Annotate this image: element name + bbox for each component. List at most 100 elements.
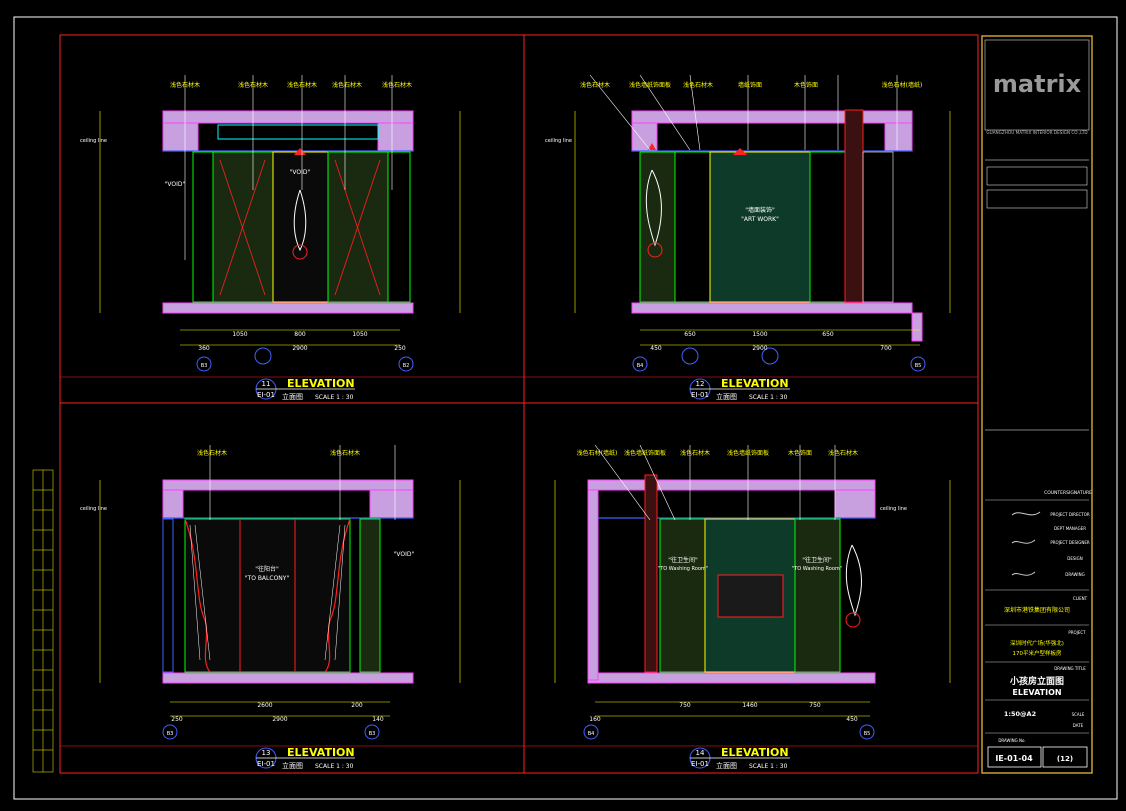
elevation-14 [554,444,951,769]
drawing-no-box [987,746,1042,768]
view-14-callout-1: 浅色石材(墙纸) [577,449,618,457]
company-logo: matrix [993,70,1082,98]
view-11-note-1: "VOID" [165,181,186,188]
view-13-title: ELEVATION [287,746,355,759]
ceiling-slab [587,479,876,491]
view-11-number: 11 [262,380,271,388]
view-11-callout-2: 浅色石材木 [238,81,268,89]
view-12-note-2: "ART WORK" [741,216,779,223]
view-11-dim-3: 1050 [352,331,367,338]
vase-plant [293,189,307,252]
column-right [834,489,876,519]
title-block-frame [981,35,1093,774]
grid-marker-right [859,724,875,740]
section-marker [681,347,699,365]
client-name: 深圳市港铁集团有限公司 [1004,606,1070,614]
view-13-dim-1: 2600 [257,702,272,709]
drawing-no-label: DRAWING No. [998,738,1025,743]
signature-2 [1011,539,1036,544]
view-13-marker-r: B3 [369,731,376,737]
date-label: DATE [1073,723,1084,728]
ceiling-slab [162,110,414,124]
drawing-title-en: ELEVATION [1012,688,1061,697]
view-13-total: 2900 [272,716,287,723]
view-12-total: 2900 [752,345,767,352]
view-12-cn: 立面图 [716,392,737,401]
side-panel [359,518,381,673]
level-label-11: ceiling line [80,138,107,144]
wall-edge [162,518,174,673]
view-11-cn: 立面图 [282,392,303,401]
section-marker [254,347,272,365]
elevation-13 [99,445,461,769]
view-11-sheet: EI-01 [257,391,275,399]
view-labels: 11 EI-01 ELEVATION 立面图 SCALE 1 : 30 1050… [80,81,922,770]
view-12-side-left: 450 [650,345,662,352]
column-right [369,489,414,519]
view-12-scale: SCALE 1 : 30 [749,394,788,401]
logo-box [984,39,1090,131]
leader-lines [209,445,396,520]
view-12-marker-l: B4 [637,363,644,369]
view-13-note-3: "VOID" [394,551,415,558]
view-13-number: 13 [262,749,271,757]
role-5: DRAWING [1065,572,1084,577]
view-13-marker-l: B3 [167,731,174,737]
role-1: PROJECT DIRECTOR [1050,512,1090,517]
drawing-frame [59,34,979,774]
level-label-13: ceiling line [80,506,107,512]
vase [292,244,308,260]
grid-marker-left [196,356,212,372]
grid-marker-left [632,356,648,372]
wardrobe-door-3 [327,151,389,303]
drawing-title-label: DRAWING TITLE [1054,666,1086,671]
role-4: DESIGN [1067,556,1082,561]
view-12-title: ELEVATION [721,377,789,390]
view-12-dim-3: 650 [822,331,834,338]
view-11-callout-5: 浅色石材木 [382,81,412,89]
view-11-marker-l: B3 [201,363,208,369]
view-13-note-2: "TO BALCONY" [245,575,290,582]
shelf-unit-left [674,151,711,303]
window-section [862,151,894,303]
view-14-scale: SCALE 1 : 30 [749,763,788,770]
scale-label: SCALE [1072,712,1085,717]
view-12-callout-3: 浅色石材木 [683,81,713,89]
door-right [794,518,841,673]
view-11-callout-1: 浅色石材木 [170,81,200,89]
elevation-11 [99,75,461,400]
view-13-side-right: 140 [372,716,384,723]
view-13-scale: SCALE 1 : 30 [315,763,354,770]
curtain-right [324,518,351,673]
door-swing-marks [219,159,381,296]
role-2: DEPT MANAGER [1054,526,1086,531]
ceiling-slab [162,479,414,491]
view-14-callout-4: 浅色墙纸饰面板 [727,449,769,457]
view-14-marker-r: B5 [864,731,871,737]
leader-lines [589,74,898,151]
stamp-box [986,166,1088,186]
light-fixture-icon-2 [648,143,656,150]
floor-slab [587,672,876,684]
leader-lines [184,75,393,260]
view-11-dim-2: 800 [294,331,306,338]
view-14-side-left: 160 [589,716,601,723]
sheet-no: (12) [1057,755,1073,763]
floor-slab [162,672,414,684]
company-name: GUANGZHOU MATRIX INTERIOR DESIGN CO.,LTD [986,130,1087,135]
planter [845,612,861,628]
view-14-note-1: "往卫生间" [668,556,698,564]
role-3: PROJECT DESIGNER [1050,540,1090,545]
elevation-12 [574,74,951,400]
sheet-border [13,16,1118,800]
grid-marker-right [364,724,380,740]
side-panel-right [387,151,411,303]
section-marker-2 [761,347,779,365]
view-14-dim-2: 1460 [742,702,757,709]
view-11-total: 2900 [292,345,307,352]
wall-panel-left [639,151,676,303]
view-12-callout-5: 木色饰面 [794,81,818,89]
signature-1 [1011,511,1041,516]
view-14-side-right: 450 [846,716,858,723]
column-left [162,489,184,519]
